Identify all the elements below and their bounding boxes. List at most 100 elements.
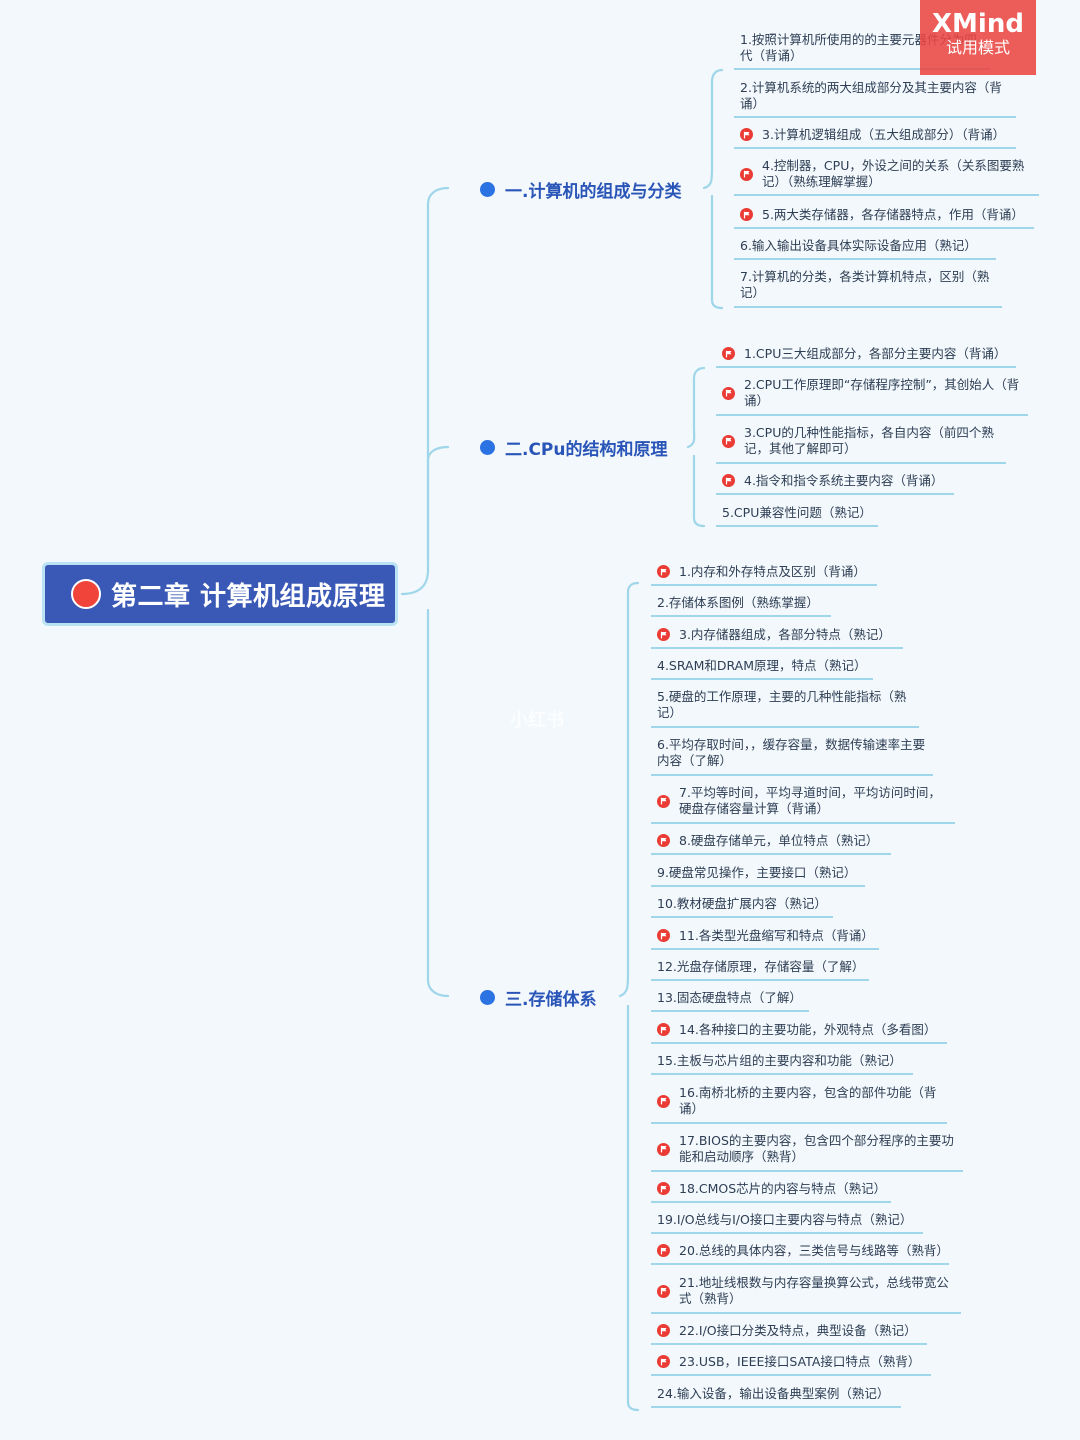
branch-topic-3[interactable]: 三.存储体系 (480, 982, 596, 1012)
flag-icon (722, 386, 735, 400)
subtopic-23[interactable]: 11.各类型光盘缩写和特点（背诵） (651, 925, 879, 950)
subtopic-label: 3.CPU的几种性能指标，各自内容（前四个熟记，其他了解即可） (744, 425, 994, 456)
subtopic-18[interactable]: 6.平均存取时间，，缓存容量，数据传输速率主要内容（了解） (651, 734, 933, 776)
connector-line-1 (400, 186, 450, 596)
xmind-trial-badge: XMind 试用模式 (920, 0, 1036, 75)
subtopic-label: 11.各类型光盘缩写和特点（背诵） (679, 927, 874, 943)
subtopic-35[interactable]: 23.USB，IEEE接口SATA接口特点（熟背） (651, 1351, 931, 1376)
subtopic-21[interactable]: 9.硬盘常见操作，主要接口（熟记） (651, 862, 865, 887)
connector-line-7 (692, 454, 706, 528)
flag-icon (657, 628, 670, 641)
branch-topic-2[interactable]: 二.CPu的结构和原理 (480, 432, 668, 462)
subtopic-label: 2.存储体系图例（熟练掌握） (657, 594, 819, 610)
branch-dot-icon (480, 181, 495, 197)
subtopic-19[interactable]: 7.平均等时间，平均寻道时间，平均访问时间，硬盘存储容量计算（背诵） (651, 782, 955, 824)
flag-icon (657, 794, 670, 808)
subtopic-label: 1.按照计算机所使用的的主要元器件分为四代（背诵） (740, 32, 977, 63)
subtopic-label: 19.I/O总线与I/O接口主要内容与特点（熟记） (657, 1211, 913, 1227)
subtopic-label: 4.指令和指令系统主要内容（背诵） (744, 472, 944, 488)
flag-icon (722, 474, 735, 487)
subtopic-label: 10.教材硬盘扩展内容（熟记） (657, 895, 827, 911)
flag-icon (657, 1182, 670, 1195)
branch-label: 三.存储体系 (505, 989, 597, 1010)
subtopic-8[interactable]: 1.CPU三大组成部分，各部分主要内容（背诵） (716, 343, 1016, 368)
subtopic-label: 3.计算机逻辑组成（五大组成部分）（背诵） (762, 126, 1006, 142)
branch-label: 二.CPu的结构和原理 (505, 439, 668, 460)
connector-line-5 (710, 194, 724, 310)
subtopic-1[interactable]: 1.按照计算机所使用的的主要元器件分为四代（背诵） (734, 30, 990, 70)
subtopic-11[interactable]: 4.指令和指令系统主要内容（背诵） (716, 470, 954, 495)
subtopic-label: 21.地址线根数与内存容量换算公式，总线带宽公式（熟背） (679, 1275, 949, 1306)
subtopic-label: 4.SRAM和DRAM原理，特点（熟记） (657, 657, 867, 673)
flag-icon (657, 929, 670, 942)
branch-topic-1[interactable]: 一.计算机的组成与分类 (480, 174, 681, 204)
subtopic-label: 8.硬盘存储单元，单位特点（熟记） (679, 832, 879, 848)
flag-icon (722, 347, 735, 360)
subtopic-label: 12.光盘存储原理，存储容量（了解） (657, 958, 865, 974)
subtopic-9[interactable]: 2.CPU工作原理即“存储程序控制”，其创始人（背诵） (716, 374, 1028, 416)
subtopic-12[interactable]: 5.CPU兼容性问题（熟记） (716, 502, 878, 527)
subtopic-24[interactable]: 12.光盘存储原理，存储容量（了解） (651, 956, 869, 981)
badge-brand: XMind (932, 9, 1024, 39)
subtopic-label: 3.内存储器组成，各部分特点（熟记） (679, 626, 891, 642)
subtopic-33[interactable]: 21.地址线根数与内存容量换算公式，总线带宽公式（熟背） (651, 1272, 961, 1314)
subtopic-2[interactable]: 2.计算机系统的两大组成部分及其主要内容（背诵） (734, 78, 1016, 118)
flag-icon (657, 565, 670, 578)
subtopic-27[interactable]: 15.主板与芯片组的主要内容和功能（熟记） (651, 1050, 913, 1075)
subtopic-label: 2.CPU工作原理即“存储程序控制”，其创始人（背诵） (744, 377, 1020, 408)
subtopic-26[interactable]: 14.各种接口的主要功能，外观特点（多看图） (651, 1019, 947, 1044)
subtopic-30[interactable]: 18.CMOS芯片的内容与特点（熟记） (651, 1178, 891, 1203)
subtopic-28[interactable]: 16.南桥北桥的主要内容，包含的部件功能（背诵） (651, 1082, 947, 1124)
subtopic-label: 14.各种接口的主要功能，外观特点（多看图） (679, 1021, 937, 1037)
subtopic-7[interactable]: 7.计算机的分类，各类计算机特点，区别（熟记） (734, 266, 1002, 308)
subtopic-10[interactable]: 3.CPU的几种性能指标，各自内容（前四个熟记，其他了解即可） (716, 422, 1006, 464)
flag-icon (657, 1023, 670, 1036)
flag-icon (657, 1284, 670, 1298)
subtopic-4[interactable]: 4.控制器，CPU，外设之间的关系（关系图要熟记）（熟练理解掌握） (734, 156, 1039, 196)
badge-mode: 试用模式 (945, 38, 1010, 57)
subtopic-13[interactable]: 1.内存和外存特点及区别（背诵） (651, 561, 877, 586)
branch-dot-icon (480, 989, 495, 1005)
subtopic-3[interactable]: 3.计算机逻辑组成（五大组成部分）（背诵） (734, 124, 1016, 149)
flag-icon (740, 128, 753, 141)
subtopic-17[interactable]: 5.硬盘的工作原理，主要的几种性能指标（熟记） (651, 686, 919, 728)
subtopic-label: 5.硬盘的工作原理，主要的几种性能指标（熟记） (657, 689, 907, 720)
subtopic-label: 20.总线的具体内容，三类信号与线路等（熟背） (679, 1242, 949, 1258)
connector-line-8 (618, 581, 640, 998)
subtopic-label: 9.硬盘常见操作，主要接口（熟记） (657, 864, 857, 880)
flag-icon (740, 167, 753, 181)
root-topic[interactable]: 第二章 计算机组成原理 (42, 562, 398, 626)
subtopic-25[interactable]: 13.固态硬盘特点（了解） (651, 987, 809, 1012)
root-title: 第二章 计算机组成原理 (111, 581, 386, 612)
subtopic-31[interactable]: 19.I/O总线与I/O接口主要内容与特点（熟记） (651, 1209, 923, 1234)
subtopic-20[interactable]: 8.硬盘存储单元，单位特点（熟记） (651, 830, 891, 855)
subtopic-36[interactable]: 24.输入设备，输出设备典型案例（熟记） (651, 1383, 901, 1408)
connector-line-3 (426, 608, 450, 998)
flag-icon (657, 1244, 670, 1257)
subtopic-22[interactable]: 10.教材硬盘扩展内容（熟记） (651, 893, 833, 918)
flag-icon (657, 834, 670, 847)
subtopic-34[interactable]: 22.I/O接口分类及特点，典型设备（熟记） (651, 1320, 927, 1345)
subtopic-label: 6.平均存取时间，，缓存容量，数据传输速率主要内容（了解） (657, 737, 926, 768)
branch-label: 一.计算机的组成与分类 (505, 181, 682, 202)
flag-icon (722, 434, 735, 448)
subtopic-5[interactable]: 5.两大类存储器，各存储器特点，作用（背诵） (734, 204, 1034, 229)
subtopic-32[interactable]: 20.总线的具体内容，三类信号与线路等（熟背） (651, 1240, 949, 1265)
subtopic-29[interactable]: 17.BIOS的主要内容，包含四个部分程序的主要功能和启动顺序（熟背） (651, 1130, 963, 1172)
subtopic-label: 17.BIOS的主要内容，包含四个部分程序的主要功能和启动顺序（熟背） (679, 1133, 954, 1164)
connector-line-6 (686, 366, 706, 449)
flag-icon (657, 1094, 670, 1108)
subtopic-label: 1.CPU三大组成部分，各部分主要内容（背诵） (744, 345, 1007, 361)
subtopic-6[interactable]: 6.输入输出设备具体实际设备应用（熟记） (734, 235, 996, 260)
root-marker-icon (71, 579, 101, 609)
subtopic-label: 23.USB，IEEE接口SATA接口特点（熟背） (679, 1353, 921, 1369)
subtopic-14[interactable]: 2.存储体系图例（熟练掌握） (651, 592, 831, 617)
flag-icon (657, 1355, 670, 1368)
subtopic-label: 6.输入输出设备具体实际设备应用（熟记） (740, 237, 977, 253)
subtopic-16[interactable]: 4.SRAM和DRAM原理，特点（熟记） (651, 655, 873, 680)
subtopic-15[interactable]: 3.内存储器组成，各部分特点（熟记） (651, 624, 903, 649)
watermark-text: 小红书 (510, 710, 564, 731)
subtopic-label: 7.平均等时间，平均寻道时间，平均访问时间，硬盘存储容量计算（背诵） (679, 785, 941, 816)
subtopic-label: 4.控制器，CPU，外设之间的关系（关系图要熟记）（熟练理解掌握） (762, 158, 1025, 189)
